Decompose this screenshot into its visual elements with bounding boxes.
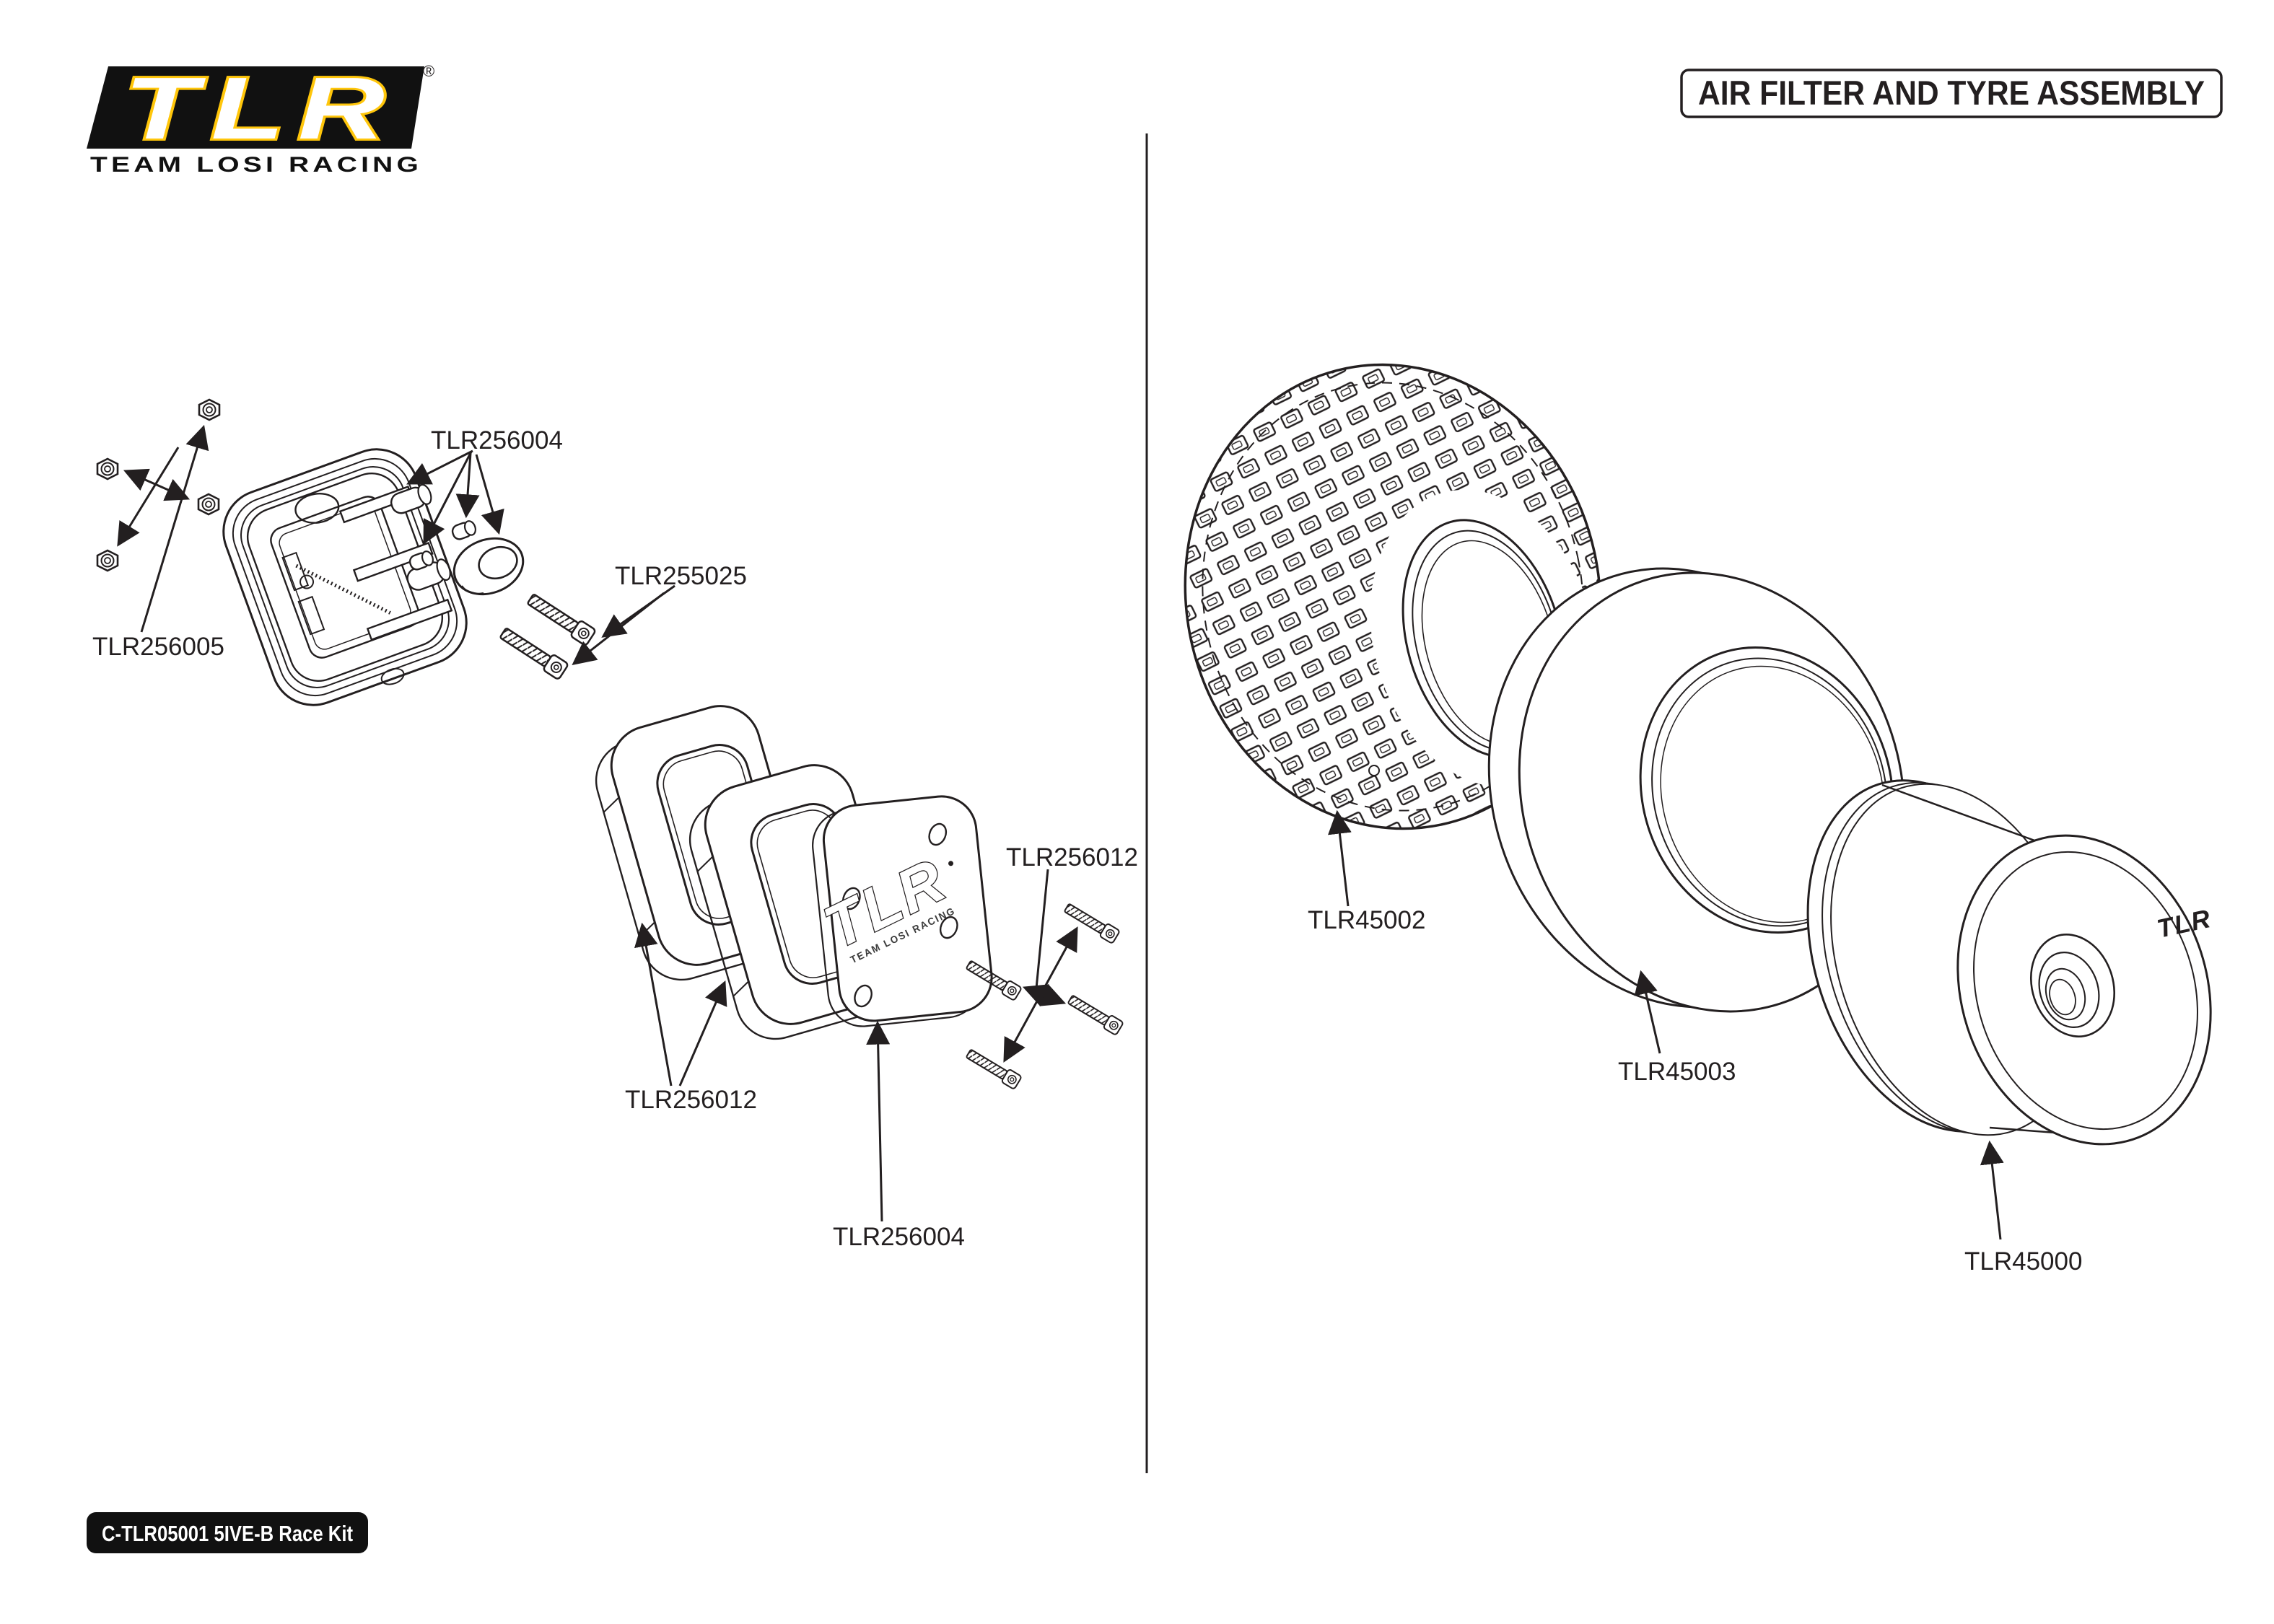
filter-nuts-arrows	[117, 424, 209, 633]
screw-tlr255025	[497, 623, 570, 681]
wheel	[1806, 779, 2212, 1146]
brand-logo-subtitle: TEAM LOSI RACING	[90, 153, 422, 177]
page-title: AIR FILTER AND TYRE ASSEMBLY	[1698, 74, 2205, 112]
part-label-cover-plate: TLR256004	[833, 1223, 965, 1251]
part-label-filter-nuts: TLR256005	[92, 633, 224, 661]
kit-badge-label: C-TLR05001 5IVE-B Race Kit	[102, 1521, 353, 1546]
air-filter-cover-plate	[812, 795, 993, 1027]
part-label-tyre: TLR45002	[1308, 906, 1425, 934]
cover-plate-arrow	[866, 1020, 891, 1222]
brand-logo-shape	[87, 66, 424, 149]
cover-screws-arrows	[1003, 869, 1078, 1063]
brand-logo: TLR ® TEAM LOSI RACING	[87, 57, 434, 177]
part-label-filter-screws-long: TLR255025	[615, 562, 747, 590]
air-filter-base-plate	[222, 448, 468, 706]
wheel-arrow	[1980, 1140, 2004, 1240]
filter-clamp-arrows	[406, 449, 504, 545]
tyre-arrow	[1328, 809, 1352, 907]
part-label-foam-elements: TLR256012	[625, 1086, 757, 1114]
part-label-wheel: TLR45000	[1964, 1247, 2082, 1276]
foam-insert-arrow	[1634, 970, 1661, 1054]
kit-badge: C-TLR05001 5IVE-B Race Kit	[87, 1512, 368, 1553]
filter-screws-arrows	[572, 584, 675, 666]
part-label-foam-insert: TLR45003	[1618, 1058, 1736, 1086]
foam-elements-arrows	[634, 922, 727, 1087]
screw-tlr255025	[524, 589, 598, 647]
brand-logo-acronym: TLR	[124, 59, 398, 157]
part-label-filter-clamp-set: TLR256004	[431, 426, 563, 455]
page-title-box: AIR FILTER AND TYRE ASSEMBLY	[1680, 69, 2223, 118]
filter-bushing	[450, 518, 478, 543]
brand-logo-registered: ®	[423, 62, 434, 80]
filter-clamp	[452, 537, 525, 596]
part-label-cover-screws: TLR256012	[1006, 843, 1138, 872]
